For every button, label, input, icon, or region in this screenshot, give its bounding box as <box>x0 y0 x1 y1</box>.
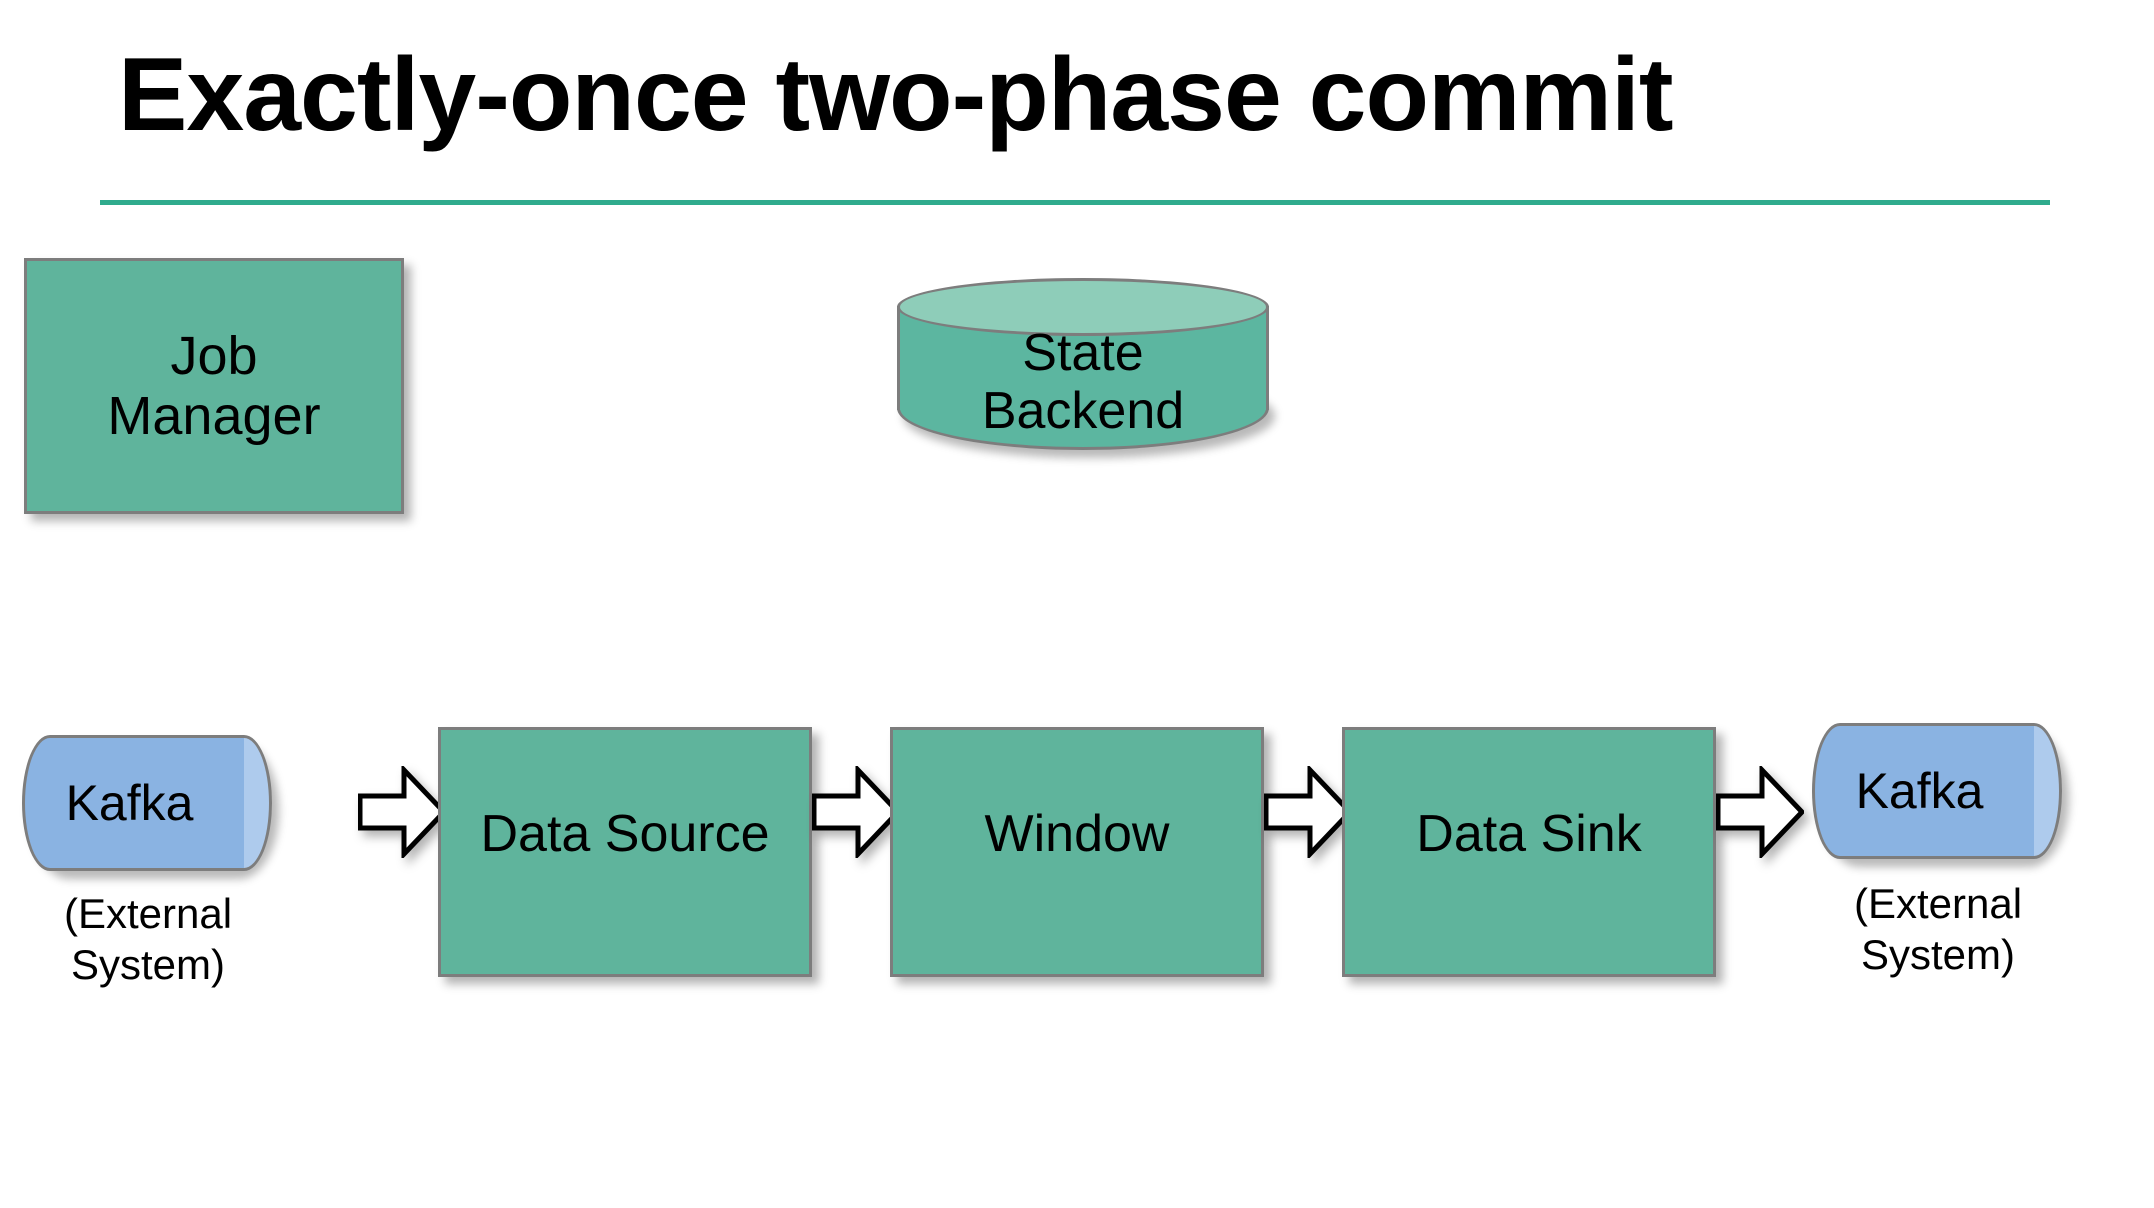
cylinder-body-fill <box>50 738 216 868</box>
node-data-source-label: Data Source <box>480 804 770 863</box>
node-window: Window <box>890 727 1264 977</box>
arrow-data-sink-to-kafka-sink <box>1716 766 1804 858</box>
arrow-data-source-to-window <box>812 766 900 858</box>
node-kafka-sink-label: Kafka <box>1855 763 1984 819</box>
arrow-window-to-data-sink <box>1264 766 1352 858</box>
node-kafka-sink: Kafka <box>1812 723 2062 859</box>
node-kafka-source-label: Kafka <box>65 775 194 831</box>
node-kafka-source: Kafka <box>22 735 272 871</box>
title-underline-rule <box>100 200 2050 205</box>
cylinder-body-fill <box>1840 726 2006 856</box>
node-data-sink: Data Sink <box>1342 727 1716 977</box>
arrow-kafka-source-to-data-source <box>358 766 446 858</box>
page-title: Exactly-once two-phase commit <box>118 37 1674 153</box>
node-data-sink-label: Data Sink <box>1416 804 1642 863</box>
cylinder-top-ellipse <box>897 278 1269 336</box>
node-data-source: Data Source <box>438 727 812 977</box>
node-window-label: Window <box>984 804 1170 863</box>
